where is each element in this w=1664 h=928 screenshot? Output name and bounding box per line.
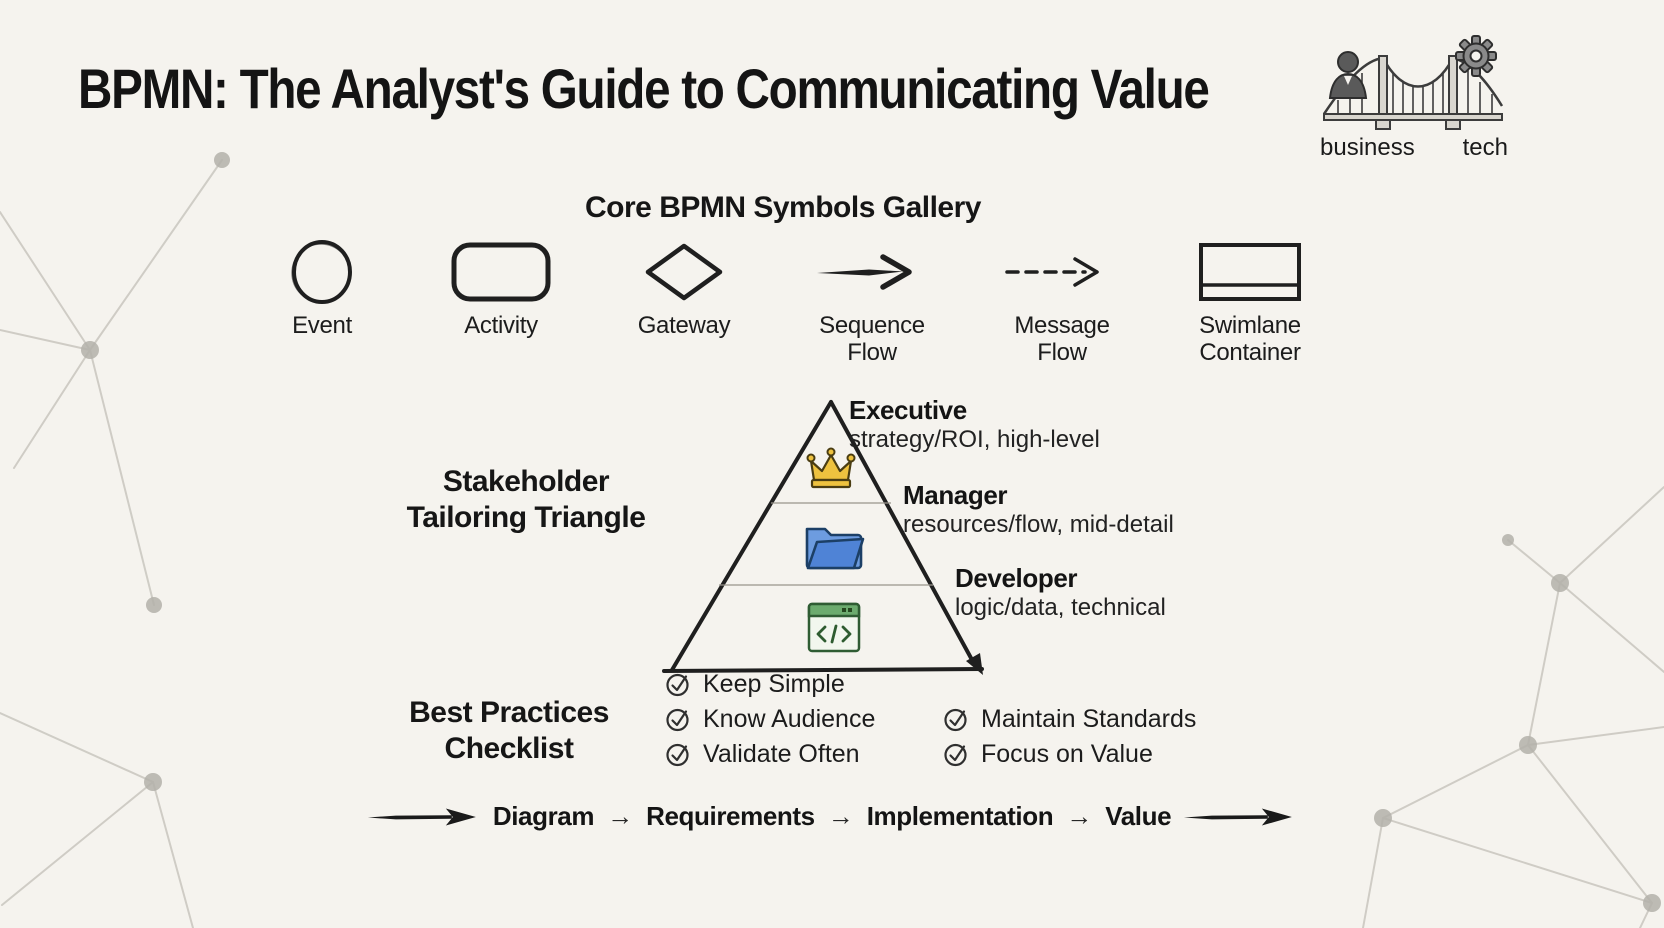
stakeholder-triangle xyxy=(662,400,984,675)
gateway-diamond-icon xyxy=(645,243,723,301)
bridge-label-business: business xyxy=(1320,134,1415,161)
flow-arrow-separator: → xyxy=(607,801,634,831)
checklist-column-2: Maintain Standards Focus on Value xyxy=(943,702,1196,772)
symbol-activity: Activity xyxy=(426,236,576,339)
flow-step: Implementation xyxy=(866,801,1054,831)
tier-desc: resources/flow, mid-detail xyxy=(903,511,1174,538)
flow-step: Requirements xyxy=(646,801,815,831)
gallery-heading: Core BPMN Symbols Gallery xyxy=(585,191,981,224)
page-title: BPMN: The Analyst's Guide to Communicati… xyxy=(78,57,1210,120)
tier-role: Manager xyxy=(903,480,1008,510)
tier-desc: strategy/ROI, high-level xyxy=(849,426,1100,453)
tier-role: Developer xyxy=(955,563,1078,593)
suspension-bridge-icon xyxy=(1322,35,1504,130)
check-circle-icon xyxy=(666,743,689,767)
check-circle-icon xyxy=(944,708,967,732)
message-flow-dashed-arrow-icon xyxy=(1005,257,1099,287)
tier-executive: Executive strategy/ROI, high-level xyxy=(849,396,1100,454)
activity-rounded-rect-icon xyxy=(451,242,551,302)
symbol-message-flow: Message Flow xyxy=(987,236,1137,366)
flow-arrow-separator: → xyxy=(1066,801,1093,831)
checklist-item: Keep Simple xyxy=(665,667,875,702)
swimlane-container-icon xyxy=(1199,243,1301,301)
tier-desc: logic/data, technical xyxy=(955,594,1166,621)
long-arrow-icon xyxy=(1184,808,1293,825)
triangle-heading-line2: Tailoring Triangle xyxy=(406,501,646,534)
bridge-labels: business tech xyxy=(1318,132,1510,162)
gear-icon xyxy=(1455,35,1497,77)
checklist-column-1: Keep Simple Know Audience Validate Often xyxy=(665,667,875,772)
symbol-swimlane: Swimlane Container xyxy=(1175,236,1325,366)
check-circle-icon xyxy=(666,708,689,732)
checklist-item: Know Audience xyxy=(665,702,875,737)
flow-step: Diagram xyxy=(492,801,595,831)
check-circle-icon xyxy=(944,743,967,767)
check-circle-icon xyxy=(666,673,689,697)
symbol-gateway: Gateway xyxy=(609,236,759,339)
sequence-flow-arrow-icon xyxy=(817,254,912,290)
folder-icon xyxy=(805,527,865,570)
value-flow: Diagram → Requirements → Implementation … xyxy=(367,801,1296,832)
code-window-icon xyxy=(807,602,861,653)
symbol-event: Event xyxy=(247,236,397,339)
checklist-item: Maintain Standards xyxy=(943,702,1196,737)
flow-step: Value xyxy=(1105,801,1172,831)
triangle-heading: Stakeholder Tailoring Triangle xyxy=(390,464,662,536)
businessman-icon xyxy=(1328,51,1368,99)
business-tech-bridge: business tech xyxy=(1318,26,1510,162)
flow-arrow-separator: → xyxy=(827,801,854,831)
bridge-label-tech: tech xyxy=(1462,134,1508,161)
symbol-sequence-flow: Sequence Flow xyxy=(797,236,947,366)
long-arrow-icon xyxy=(367,808,476,825)
crown-icon xyxy=(806,447,856,489)
tier-manager: Manager resources/flow, mid-detail xyxy=(903,481,1174,539)
tier-developer: Developer logic/data, technical xyxy=(955,564,1166,622)
checklist-item: Validate Often xyxy=(665,737,875,772)
tier-role: Executive xyxy=(849,395,967,425)
checklist-item: Focus on Value xyxy=(943,737,1196,772)
checklist-heading: Best Practices Checklist xyxy=(393,695,625,767)
checklist-heading-line1: Best Practices xyxy=(409,696,609,729)
event-circle-icon xyxy=(291,240,352,304)
triangle-heading-line1: Stakeholder xyxy=(442,465,610,498)
checklist-heading-line2: Checklist xyxy=(444,732,574,765)
